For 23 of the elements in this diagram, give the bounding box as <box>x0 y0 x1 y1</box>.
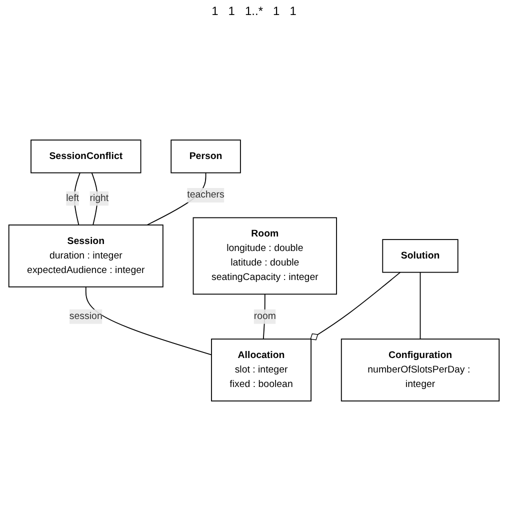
edge-label: left <box>66 193 80 204</box>
connector <box>262 294 266 340</box>
node-box: Solution <box>382 239 458 273</box>
node-box: Person <box>170 140 241 174</box>
multiplicity-label: 1 <box>273 4 280 18</box>
multiplicity-label: 1 <box>290 4 296 18</box>
multiplicity-label: 1 <box>212 4 218 18</box>
connector <box>74 172 80 226</box>
node-box: Allocation slot : integer fixed : boolean <box>211 338 312 402</box>
node-box: Session duration : integer expectedAudience : integer <box>8 224 164 288</box>
edge-label: session <box>69 311 102 322</box>
connector <box>85 286 212 356</box>
connector <box>91 172 98 226</box>
edge-label: room <box>254 311 276 322</box>
connector <box>420 272 421 340</box>
node-box: SessionConflict <box>30 140 142 174</box>
multiplicity-label: 1 <box>228 4 235 18</box>
edge-label: right <box>90 193 109 204</box>
multiplicity-label: 1..* <box>244 4 263 18</box>
node-box: Configuration numberOfSlotsPerDay : integer <box>340 338 500 402</box>
connector <box>310 272 401 340</box>
edge-label: teachers <box>187 190 224 200</box>
node-box: Room longitude : double latitude : double seatingCapacity : integer <box>192 217 337 295</box>
